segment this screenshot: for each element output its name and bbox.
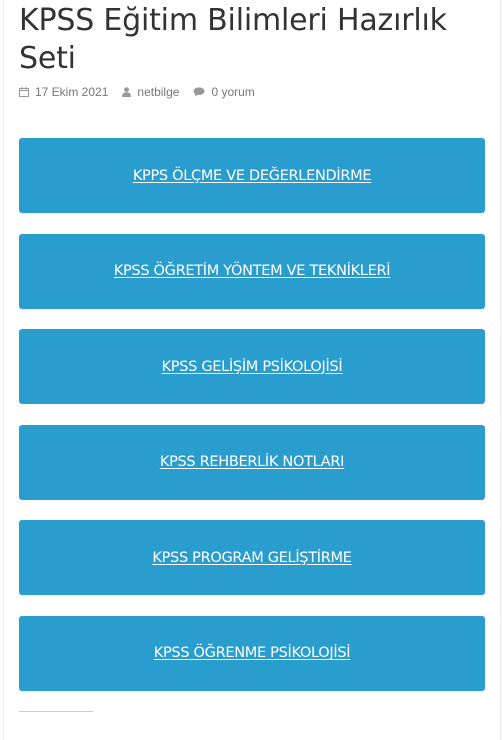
post-date-text: 17 Ekim 2021 [35, 85, 109, 99]
ogretim-yontem-button[interactable]: KPSS ÖĞRETİM YÖNTEM VE TEKNİKLERİ [19, 233, 485, 309]
post-author[interactable]: netbilge [122, 85, 179, 99]
post-author-text: netbilge [137, 85, 180, 99]
program-gelistirme-button[interactable]: KPSS PROGRAM GELİŞTİRME [19, 520, 485, 596]
gelisim-psikolojisi-button[interactable]: KPSS GELİŞİM PSİKOLOJİSİ [19, 329, 485, 405]
calendar-icon [19, 87, 29, 97]
post-title: KPSS Eğitim Bilimleri Hazırlık Seti [19, 3, 447, 76]
ogrenme-psikolojisi-button[interactable]: KPSS ÖĞRENME PSİKOLOJİSİ [19, 615, 485, 691]
olcme-degerlendirme-button[interactable]: KPPS ÖLÇME VE DEĞERLENDİRME [19, 138, 485, 213]
post-comments-text: 0 yorum [211, 85, 255, 99]
post-date: 17 Ekim 2021 [19, 85, 108, 99]
post-meta: 17 Ekim 2021 netbilge 0 yorum [19, 84, 269, 100]
category-button-list: KPPS ÖLÇME VE DEĞERLENDİRME KPSS ÖĞRETİM… [19, 138, 485, 712]
comment-icon [193, 87, 206, 97]
user-icon [122, 87, 132, 97]
rehberlik-notlari-button[interactable]: KPSS REHBERLİK NOTLARI [19, 424, 485, 500]
post-comments[interactable]: 0 yorum [193, 85, 255, 99]
content-divider [19, 711, 93, 712]
